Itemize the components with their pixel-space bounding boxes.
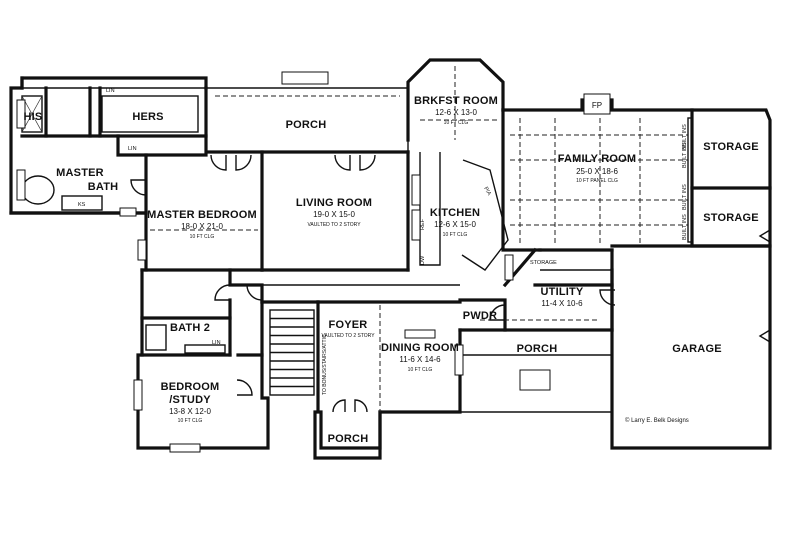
built-ins-label-4: BUILT INS [682,124,688,150]
linen-label-1: LIN [128,146,137,152]
windows [16,99,551,453]
room-his-name: HIS [24,111,43,123]
storage-small-label: STORAGE [530,260,557,266]
room-bedroom-study-note: 10 FT CLG [178,418,203,424]
room-brkfst-dims: 12-6 X 13-0 [435,108,477,117]
room-kitchen-name: KITCHEN [430,207,480,219]
room-living-note: VAULTED TO 2 STORY [307,222,361,228]
room-storage-1-name: STORAGE [703,141,759,153]
designer-credit: © Larry E. Belk Designs [625,417,689,424]
room-master-bedroom-dims: 18-0 X 21-0 [181,222,223,231]
fixture-labels: LIN LIN LIN KS STORAGE REF DW P/A BUILT … [78,88,688,395]
room-living-name: LIVING ROOM [296,197,372,209]
room-living-dims: 19-0 X 15-0 [313,210,355,219]
room-kitchen-note: 10 FT CLG [443,232,468,238]
room-utility-dims: 11-4 X 10-6 [541,299,583,308]
dw-label: DW [420,255,426,265]
room-foyer-name: FOYER [329,319,368,331]
fireplace: FP [583,93,611,115]
room-dining-dims: 11-6 X 14-6 [399,355,441,364]
room-pwdr-name: PWDR [463,310,497,322]
room-storage-2-name: STORAGE [703,212,759,224]
room-family-dims: 25-0 X 18-6 [576,167,618,176]
room-master-bedroom-note: 10 FT CLG [190,234,215,240]
room-kitchen-dims: 12-6 X 15-0 [434,220,476,229]
staircase [269,309,315,396]
room-family-name: FAMILY ROOM [558,153,637,165]
room-porch-front-name: PORCH [328,433,369,445]
beam-lines [150,66,688,321]
built-ins-label-3: BUILT INS [682,214,688,240]
ref-label: REF [420,218,426,230]
room-bedroom-study-name-2: /STUDY [169,394,211,406]
room-dining-name: DINING ROOM [381,342,459,354]
pa-label: P/A [482,186,492,197]
room-labels: HIS HERS MASTER BATH PORCH BRKFST ROOM 1… [24,95,759,445]
room-master-bath-name-2: BATH [88,181,119,193]
room-brkfst-name: BRKFST ROOM [414,95,498,107]
built-ins-label-2: BUILT INS [682,184,688,210]
chimney-box [281,71,329,85]
room-garage-name: GARAGE [672,343,721,355]
exterior-walls [9,58,772,460]
room-bath2-name: BATH 2 [170,322,210,334]
room-utility-name: UTILITY [541,286,584,298]
room-foyer-note: VAULTED TO 2 STORY [321,333,375,339]
fireplace-label: FP [592,101,602,110]
room-porch-mid-name: PORCH [517,343,558,355]
room-master-bedroom-name: MASTER BEDROOM [147,209,257,221]
room-porch-top-name: PORCH [286,119,327,131]
stair-note-label: TO BONUS/STAIRS/ATTIC [322,334,328,395]
interior-walls [9,86,614,413]
built-ins-label-1: BUILT INS [682,142,688,168]
doors [130,154,771,413]
room-bedroom-study-dims: 13-8 X 12-0 [169,407,211,416]
room-master-bath-name-1: MASTER [56,167,104,179]
room-family-note: 10 FT PANEL CLG [576,178,618,184]
room-bedroom-study-name-1: BEDROOM [161,381,220,393]
room-dining-note: 10 FT CLG [408,367,433,373]
linen-label-2: LIN [106,88,115,94]
room-hers-name: HERS [132,111,163,123]
room-brkfst-note: 10 FT CLG [444,120,469,126]
ks-label: KS [78,202,86,208]
linen-label-3: LIN [212,340,221,346]
